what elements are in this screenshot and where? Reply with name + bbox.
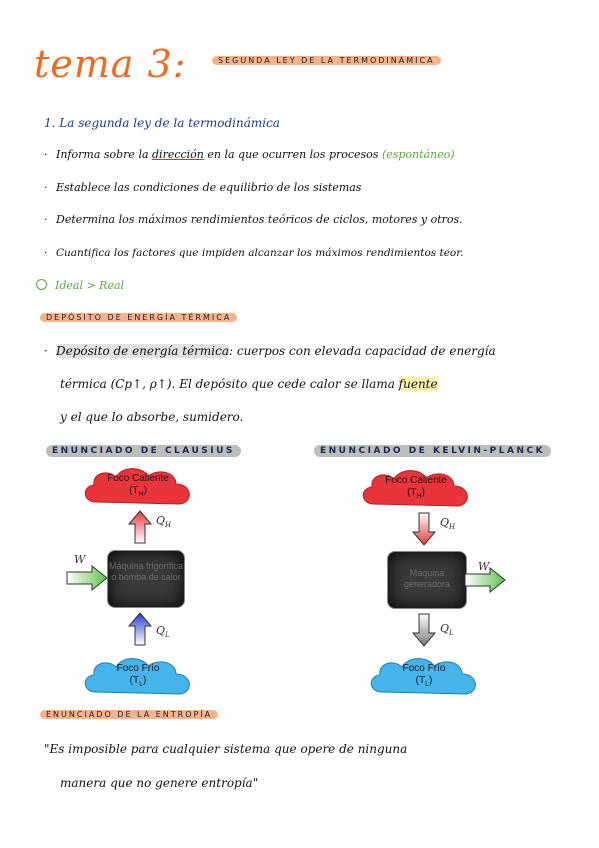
section2-heading: DEPÓSITO DE ENERGÍA TÉRMICA (40, 313, 238, 322)
hot-cloud-icon (84, 468, 190, 505)
bullet-2-text: Establece las condiciones de equilibrio … (56, 181, 362, 194)
clausius-hot-temp: (T (129, 485, 139, 496)
section3-heading: ENUNCIADO DE LA ENTROPÍA (40, 710, 219, 719)
clausius-ql-label: QL (156, 624, 170, 639)
entropy-quote-line-1: "Es imposible para cualquier sistema que… (44, 742, 408, 756)
kelvin-hot-temp-idx: H (416, 493, 422, 500)
ideal-note: Ideal > Real (36, 279, 124, 292)
kelvin-qh-arrow-down-icon (412, 512, 436, 546)
kelvin-hot-reservoir: Foco Caliente (TH) (356, 466, 476, 512)
page-title: tema 3: (34, 42, 187, 86)
clausius-qh-label: QH (156, 514, 171, 529)
clausius-qh-idx: H (165, 521, 172, 530)
page-subtitle: SEGUNDA LEY DE LA TERMODINÁMICA (212, 56, 441, 65)
deposit-fuente: fuente (398, 377, 438, 391)
kelvin-ql-symbol: Q (440, 622, 450, 635)
clausius-ql-arrow-up-icon (128, 612, 152, 646)
bullet-3: ·Determina los máximos rendimientos teór… (44, 213, 463, 226)
deposit-line-2-pre: térmica (Cp↑, ρ↑). El depósito que cede … (60, 377, 399, 391)
bullet-1-post: en la que ocurren los procesos (203, 148, 382, 161)
bullet-1-pre: Informa sobre la (56, 148, 153, 161)
kelvin-ql-idx: L (449, 629, 454, 638)
kelvin-cold-temp-idx: L (425, 681, 429, 688)
clausius-hot-reservoir: Foco Caliente (TH) (78, 464, 198, 510)
deposit-line-3: y el que lo absorbe, sumidero. (60, 410, 244, 424)
clausius-cold-temp: (T (129, 675, 140, 686)
kelvin-cold-label: Foco Frío (402, 663, 446, 674)
clausius-machine: Máquina frigorífica o bomba de calor (107, 550, 185, 608)
kelvin-machine: Máquina generadora (387, 551, 467, 609)
clausius-cold-temp-idx: L (139, 681, 143, 688)
ideal-note-text: Ideal > Real (55, 279, 125, 292)
clausius-ql-idx: L (165, 631, 170, 640)
deposit-line-2: térmica (Cp↑, ρ↑). El depósito que cede … (60, 377, 438, 391)
kelvin-machine-label: Máquina generadora (403, 568, 451, 589)
kelvin-qh-symbol: Q (440, 516, 450, 529)
clausius-cold-reservoir: Foco Frío (TL) (78, 652, 198, 698)
kelvin-w-label: W (478, 560, 490, 573)
clausius-cold-label: Foco Frío (116, 663, 160, 674)
cold-cloud-icon (84, 658, 190, 695)
kelvin-hot-temp: (T (407, 487, 417, 498)
kelvin-heading: ENUNCIADO DE KELVIN-PLANCK (314, 445, 552, 457)
sun-icon (36, 279, 47, 290)
kelvin-ql-label: QL (440, 622, 454, 637)
clausius-hot-temp-idx: H (138, 491, 144, 498)
deposit-term: Depósito de energía térmica (56, 344, 229, 358)
kelvin-work-arrow-right-icon (464, 567, 506, 593)
clausius-w-label: W (74, 553, 86, 566)
kelvin-qh-idx: H (449, 523, 456, 532)
clausius-hot-label: Foco Caliente (107, 473, 169, 484)
deposit-line-1: ·Depósito de energía térmica: cuerpos co… (44, 344, 496, 358)
bullet-3-text: Determina los máximos rendimientos teóri… (56, 213, 463, 226)
clausius-ql-symbol: Q (156, 624, 166, 637)
cold-cloud-icon (370, 658, 476, 695)
kelvin-ql-arrow-down-icon (412, 613, 436, 647)
deposit-line-1-rest: : cuerpos con elevada capacidad de energ… (229, 344, 496, 358)
kelvin-hot-label: Foco Caliente (385, 475, 447, 486)
clausius-heading: ENUNCIADO DE CLAUSIUS (46, 445, 241, 457)
kelvin-cold-temp: (T (415, 675, 426, 686)
clausius-work-arrow-right-icon (66, 565, 108, 591)
bullet-2: ·Establece las condiciones de equilibrio… (44, 181, 362, 194)
clausius-qh-symbol: Q (156, 514, 166, 527)
bullet-1-green: (espontáneo) (381, 148, 455, 161)
bullet-1: ·Informa sobre la dirección en la que oc… (44, 148, 455, 161)
bullet-4: ·Cuantifica los factores que impiden alc… (44, 247, 464, 259)
clausius-machine-label: Máquina frigorífica o bomba de calor (108, 561, 184, 582)
section1-heading: 1. La segunda ley de la termodinámica (44, 116, 280, 130)
kelvin-cold-reservoir: Foco Frío (TL) (364, 652, 484, 698)
clausius-qh-arrow-up-icon (128, 510, 152, 544)
entropy-quote-line-2: manera que no genere entropía" (60, 776, 259, 790)
bullet-1-underlined: dirección (152, 148, 204, 161)
bullet-4-text: Cuantifica los factores que impiden alca… (56, 247, 464, 259)
kelvin-qh-label: QH (440, 516, 455, 531)
hot-cloud-icon (362, 470, 468, 507)
